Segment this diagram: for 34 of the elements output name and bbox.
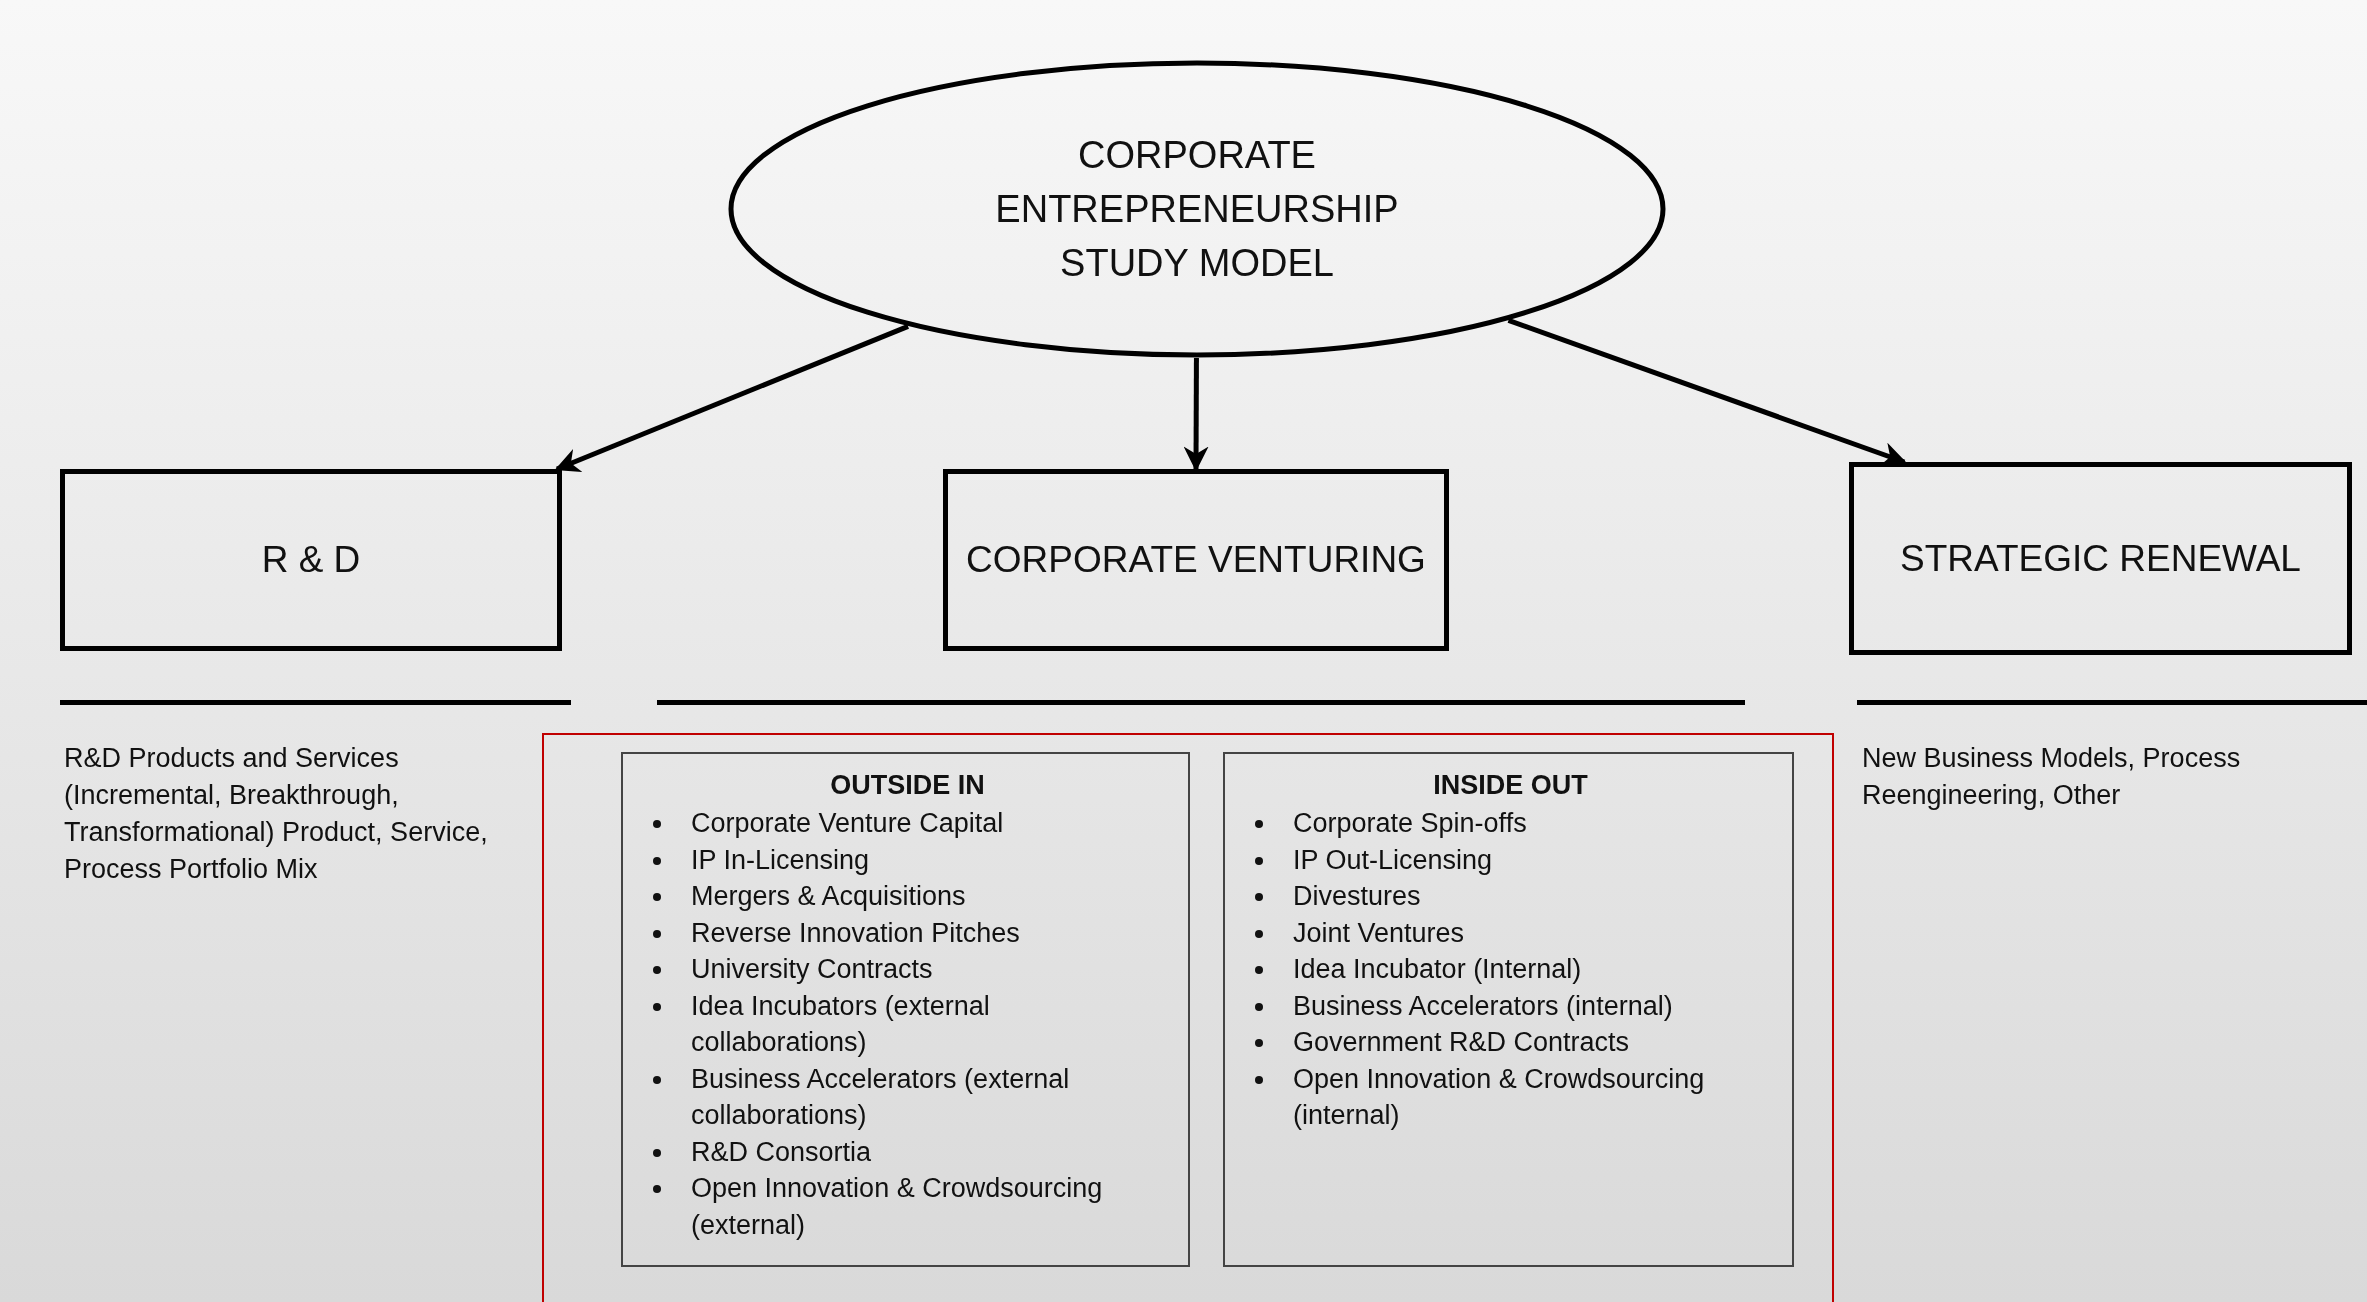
oval-node [728,60,1666,358]
list-item: R&D Consortia [691,1136,872,1167]
arrow [554,324,909,473]
list-item: Reverse Innovation Pitches [691,917,1020,948]
list-item: Joint Ventures [1293,917,1465,948]
list-box [1223,752,1794,1267]
description-text: R&D Products and Services (Incremental, Breakthrough, Transformational) Product, Service, Process Portfolio Mix [64,742,489,886]
list-item: Corporate Venture Capital [691,808,1004,838]
list-item: Idea Incubator (Internal) [1293,954,1582,984]
list-box [621,752,1190,1267]
list-item: Business Accelerators (internal) [1293,990,1673,1021]
list-item: Government R&D Contracts [1293,1027,1630,1057]
box-label: STRATEGIC RENEWAL [1900,537,2301,580]
list-item: Mergers & Acquisitions [691,881,966,911]
list-item: Idea Incubators (external collaborations) [691,990,990,1057]
box-label: CORPORATE VENTURING [966,539,1426,581]
process-box [943,469,1449,651]
process-box [1849,462,2352,655]
description-text: New Business Models, Process Reengineering, Other [1862,742,2242,812]
list-item: IP Out-Licensing [1293,844,1493,875]
list-item: Open Innovation & Crowdsourcing (internal) [1293,1063,1705,1130]
list-item: Divestures [1293,881,1421,911]
group-frame [542,733,1834,1302]
arrow [1183,358,1209,472]
list-item: Open Innovation & Crowdsourcing (external) [691,1173,1103,1240]
process-box [60,469,562,651]
list-item: Corporate Spin-offs [1293,808,1527,838]
list-heading: OUTSIDE IN [829,770,986,801]
list-item: IP In-Licensing [691,844,870,875]
box-label: R & D [261,539,361,581]
list-item: University Contracts [691,954,933,984]
list-heading: INSIDE OUT [1432,770,1589,801]
node-title: CORPORATE ENTREPRENEURSHIP STUDY MODEL [994,133,1400,286]
list-item: Business Accelerators (external collaborations) [691,1063,1070,1130]
